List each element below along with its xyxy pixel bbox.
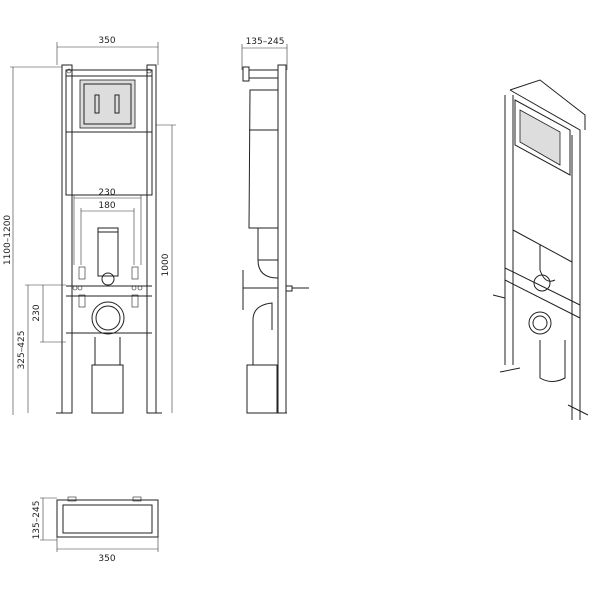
frame-height-label: 1000: [161, 253, 171, 276]
front-dimensions: 350 1100–1200 1000 230 180 230 325–425: [3, 36, 176, 415]
side-view: 135–245: [241, 37, 309, 414]
flush-mechanism-box: [79, 79, 136, 129]
bolt-outer-label: 230: [98, 188, 115, 198]
plan-width-label: 350: [98, 554, 115, 564]
front-view: [56, 64, 162, 414]
depth-label: 135–245: [246, 37, 285, 47]
outlet-offset-label: 230: [32, 304, 42, 321]
flush-plate: [519, 109, 561, 166]
bolt-inner-label: 180: [98, 201, 115, 211]
isometric-view: [492, 79, 589, 420]
width-label: 350: [98, 36, 115, 46]
outlet-height-label: 325–425: [17, 331, 27, 370]
plan-depth-label: 135–245: [32, 501, 42, 540]
plan-view: 135–245 350: [32, 496, 159, 564]
height-label: 1100–1200: [3, 215, 13, 266]
